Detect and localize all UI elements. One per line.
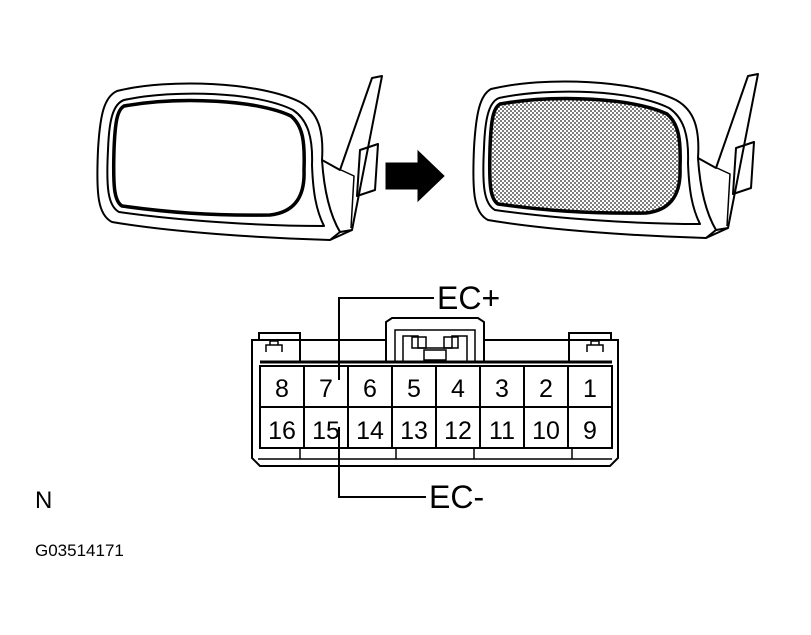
pin-label: 10 <box>532 417 560 445</box>
ec-plus-leader <box>338 297 434 380</box>
connector <box>251 317 619 467</box>
pin-label: 12 <box>444 417 472 445</box>
pin-label: 6 <box>363 375 377 403</box>
pin-label: 4 <box>451 375 465 403</box>
pin-label: 5 <box>407 375 421 403</box>
pin-label: 14 <box>356 417 384 445</box>
pin-label: 9 <box>583 417 597 445</box>
pin-row-bottom: 16 15 14 13 12 11 10 9 <box>268 417 597 445</box>
pin-label: 3 <box>495 375 509 403</box>
figure-code: G03514171 <box>35 541 124 560</box>
pin-label: 8 <box>275 375 289 403</box>
pin-label: 15 <box>312 417 340 445</box>
pin-label: 7 <box>319 375 333 403</box>
pin-label: 2 <box>539 375 553 403</box>
pin-label: 11 <box>489 417 515 445</box>
pin-label: 1 <box>583 375 597 403</box>
ec-plus-label: EC+ <box>437 280 500 316</box>
ec-minus-leader <box>338 427 426 498</box>
corner-mark: N <box>35 487 53 514</box>
mirror-dimmed <box>472 73 759 239</box>
arrow-icon <box>385 149 445 203</box>
ec-minus-label: EC- <box>429 479 484 515</box>
pin-row-top: 8 7 6 5 4 3 2 1 <box>275 375 597 403</box>
pin-label: 13 <box>400 417 428 445</box>
mirror-clear <box>96 75 383 241</box>
pin-label: 16 <box>268 417 296 445</box>
